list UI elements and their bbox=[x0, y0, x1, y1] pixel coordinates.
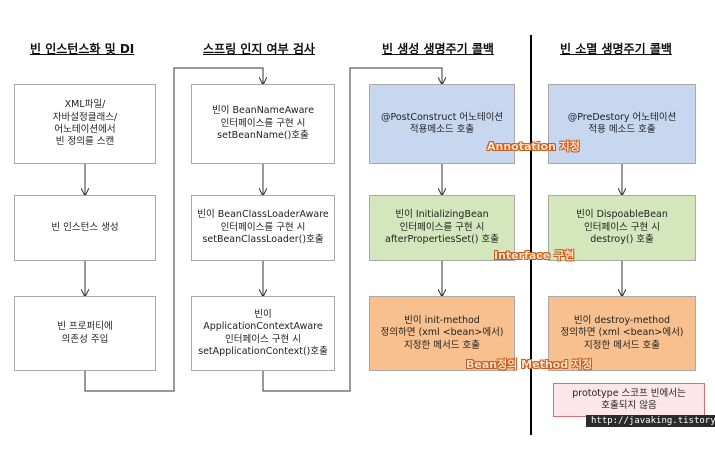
header-instantiation-di: 빈 인스턴스화 및 DI bbox=[30, 42, 135, 56]
header-destroy-callbacks: 빈 소멸 생명주기 콜백 bbox=[560, 42, 672, 56]
box-bean-classloader-aware: 빈이 BeanClassLoaderAware 인터페이스를 구현 시 setB… bbox=[191, 195, 335, 261]
note-prototype-scope: prototype 스코프 빈에서는 호출되지 않음 bbox=[553, 383, 705, 417]
box-initializing-bean: 빈이 InitializingBean 인터페이스를 구현 시 afterPro… bbox=[369, 195, 515, 261]
connector-c1-c2 bbox=[84, 67, 263, 392]
box-pre-destroy: @PreDestory 어노테이션 적용 메소드 호출 bbox=[548, 84, 696, 164]
header-init-callbacks: 빈 생성 생명주기 콜백 bbox=[382, 42, 494, 56]
watermark-url: http://javaking.tistory.com bbox=[586, 415, 715, 427]
box-destroy-method: 빈이 destroy-method 정의하면 (xml <bean>에서) 지정… bbox=[548, 296, 696, 371]
box-create-instance: 빈 인스턴스 생성 bbox=[14, 195, 156, 261]
box-application-context-aware: 빈이 ApplicationContextAware 인터페이스 구현 시 se… bbox=[191, 296, 335, 371]
connector-c2-c3 bbox=[262, 67, 442, 392]
box-bean-name-aware: 빈이 BeanNameAware 인터페이스를 구현 시 setBeanName… bbox=[191, 84, 335, 164]
label-bean-method: Bean정의 Method 지정 bbox=[466, 358, 593, 371]
header-aware-check: 스프링 인지 여부 검사 bbox=[203, 42, 315, 56]
box-init-method: 빈이 init-method 정의하면 (xml <bean>에서) 지정한 메… bbox=[369, 296, 515, 371]
box-disposable-bean: 빈이 DispoableBean 인터페이스 구현 시 destroy() 호출 bbox=[548, 195, 696, 261]
box-post-construct: @PostConstruct 어노테이션 적용메소드 호출 bbox=[369, 84, 515, 164]
box-scan-bean-definitions: XML파일/ 자바설정클래스/ 어노테이션에서 빈 정의를 스캔 bbox=[14, 84, 156, 164]
label-interface: Interface 구현 bbox=[494, 249, 575, 262]
box-inject-dependencies: 빈 프로퍼티에 의존성 주입 bbox=[14, 296, 156, 371]
label-annotation: Annotation 지정 bbox=[487, 140, 580, 153]
